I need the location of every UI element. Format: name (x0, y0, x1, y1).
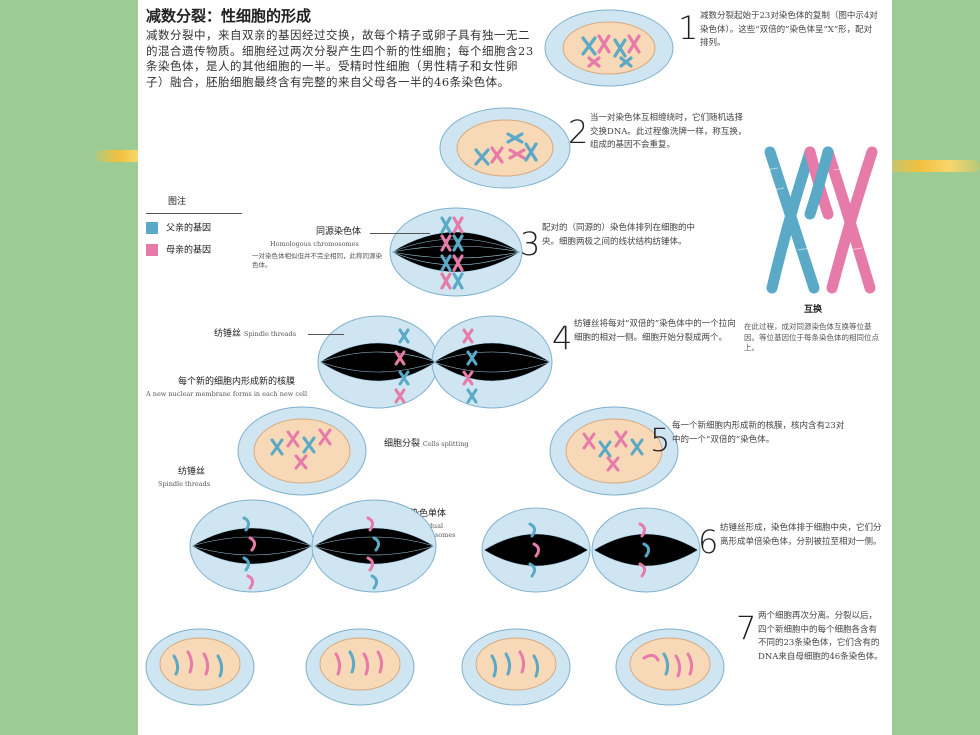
homologous-label-en: Homologous chromosomes (270, 240, 359, 248)
step6-right-cells (481, 507, 701, 593)
step7-cell-4 (615, 628, 725, 706)
step5-left-cell (237, 406, 367, 496)
page-title: 减数分裂：性细胞的形成 (146, 7, 312, 25)
step5-number: 5 (650, 421, 671, 459)
membrane-label: 每个新的细胞内形成新的核膜 (178, 377, 296, 387)
step2-cell (439, 107, 571, 189)
step7-cell-2 (305, 628, 415, 706)
legend-item-mother: 母亲的基因 (146, 244, 211, 257)
legend-item-father: 父亲的基因 (146, 222, 211, 235)
step3-text: 配对的（同源的）染色体排列在细胞的中央。细胞两极之间的线状结构纺锤体。 (542, 223, 696, 247)
step4-text: 纺锤丝将每对“双倍的”染色体中的一个拉向细胞的相对一侧。细胞开始分裂成两个。 (574, 319, 736, 343)
step7-text: 两个细胞再次分离。分裂以后，四个新细胞中的每个细胞各含有不同的23条染色体，它们… (758, 611, 883, 662)
step1-number: 1 (678, 9, 699, 47)
crossover-title: 互换 (804, 305, 823, 315)
step6-left-cells (189, 499, 437, 593)
step3-number: 3 (520, 225, 541, 263)
textbook-page: 减数分裂：性细胞的形成 减数分裂中，来自双亲的基因经过交换，故每个精子或卵子具有… (138, 0, 892, 735)
step2-text: 当一对染色体互相缠绕时，它们随机选择交换DNA。此过程像洗牌一样，称互换，组成的… (590, 113, 747, 151)
step7-cell-3 (461, 628, 571, 706)
intro-paragraph: 减数分裂中，来自双亲的基因经过交换，故每个精子或卵子具有独一无二的混合遗传物质。… (146, 28, 534, 89)
homologous-label: 同源染色体 (316, 227, 362, 237)
crossover-text: 在此过程，成对同源染色体互换等位基因。等位基因位于每条染色体的相同位点上。 (744, 322, 879, 352)
individual-label: 染色单体 (410, 509, 447, 519)
step3-cell (389, 207, 523, 297)
splitting-label: 细胞分裂 Cells splitting (384, 439, 469, 449)
spindle-leader (308, 334, 344, 335)
father-swatch (146, 222, 158, 234)
step4-cell (317, 315, 553, 409)
step6-number: 6 (698, 523, 719, 561)
spindle2-label-en: Spindle threads (158, 480, 211, 488)
spindle2-label: 纺锤丝 (178, 467, 206, 477)
step4-number: 4 (552, 319, 573, 357)
step5-text: 每一个新细胞内形成新的核膜，核内含有23对中的一个“双倍的”染色体。 (672, 421, 845, 445)
crossover-chromosomes (764, 146, 878, 294)
spindle-label: 纺锤丝 Spindle threads (214, 329, 297, 339)
legend-divider (146, 213, 242, 214)
step1-text: 减数分裂起始于23对染色体的复制（图中示4对染色体）。这些“双倍的”染色体呈“X… (700, 11, 878, 49)
step7-number: 7 (736, 609, 757, 647)
step7-cell-1 (145, 628, 255, 706)
step1-cell (544, 9, 674, 87)
step5-right-cell (549, 406, 679, 496)
membrane-label-en: A new nuclear membrane forms in each new… (146, 390, 308, 398)
step2-number: 2 (568, 113, 589, 151)
chalk-stroke-right (880, 160, 980, 172)
step6-text: 纺锤丝形成，染色体排于细胞中央，它们分离形成单倍染色体，分别被拉至相对一侧。 (720, 523, 882, 547)
homologous-leader (370, 233, 430, 234)
homologous-note: 一对染色体相似但并不完全相同，此称同源染色体。 (252, 252, 382, 270)
mother-swatch (146, 244, 158, 256)
legend-heading: 图注 (168, 197, 187, 207)
